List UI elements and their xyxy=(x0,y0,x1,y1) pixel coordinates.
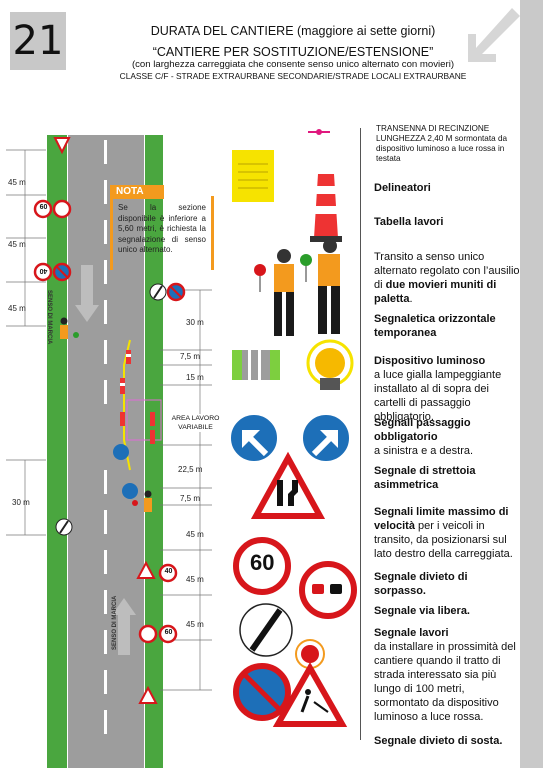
distance-label: 45 m xyxy=(186,530,204,539)
legend-segnaletica: Segnaletica orizzontale temporanea xyxy=(374,313,496,339)
note-text: Se la sezione disponibile è inferiore a … xyxy=(118,203,206,254)
page-description: (con larghezza carreggiata che consente … xyxy=(131,59,455,70)
arrow-down-left-icon xyxy=(452,0,520,90)
legend-transito-bold: due movieri muniti di paletta xyxy=(374,279,497,305)
work-area-label-line1: AREA LAVORO xyxy=(171,415,220,422)
legend-limite: Segnali limite massimo di velocità per i… xyxy=(374,505,520,561)
speed-limit-sign-text: 40 xyxy=(39,267,48,274)
distance-label: 7,5 m xyxy=(180,352,201,361)
speed-limit-sign-number: 60 xyxy=(250,550,275,575)
legend-strettoia: Segnale di strettoia asimmetrica xyxy=(374,465,476,491)
legend-sosta: Segnale divieto di sosta. xyxy=(374,735,503,747)
legend-passaggio-text: a sinistra e a destra. xyxy=(374,445,474,457)
distance-label: 30 m xyxy=(12,498,30,507)
distance-label: 7,5 m xyxy=(180,494,201,503)
legend-sorpasso: Segnale divieto di sorpasso. xyxy=(374,571,468,597)
legend-transito-text: Transito a senso unico alternato regolat… xyxy=(374,251,520,291)
lane-direction-label: SENSO DI MARCIA xyxy=(46,290,52,345)
legend-dispositivo-title: Dispositivo luminoso xyxy=(374,355,486,367)
legend-lavori-title: Segnale lavori xyxy=(374,627,449,639)
distance-label: 30 m xyxy=(186,318,204,327)
sign-illustrations xyxy=(230,129,357,727)
distance-label: 45 m xyxy=(8,304,26,313)
distance-label: 45 m xyxy=(186,620,204,629)
legend-limite-text: per i veicoli in transito, da posizionar… xyxy=(374,520,513,560)
work-area-label-line2: VARIABILE xyxy=(178,424,213,431)
speed-limit-sign-text: 60 xyxy=(164,629,173,636)
road-layout-diagram xyxy=(6,135,212,768)
page-subtitle: “CANTIERE PER SOSTITUZIONE/ESTENSIONE” xyxy=(152,45,434,59)
speed-limit-sign-text: 60 xyxy=(39,204,48,211)
speed-limit-sign-text: 40 xyxy=(164,568,173,575)
page-number: 21 xyxy=(10,12,66,70)
legend-barrier: TRANSENNA DI RECINZIONE LUNGHEZZA 2,40 M… xyxy=(376,124,508,163)
column-divider xyxy=(360,128,361,740)
distance-label: 22,5 m xyxy=(178,465,203,474)
distance-label: 45 m xyxy=(186,575,204,584)
legend-passaggio: Segnali passaggio obbligatorio a sinistra… xyxy=(374,416,520,458)
legend-passaggio-title: Segnali passaggio obbligatorio xyxy=(374,417,471,443)
lane-direction-label: SENSO DI MARCIA xyxy=(112,595,118,650)
legend-transito-suffix: . xyxy=(409,293,413,305)
note-title: NOTA xyxy=(110,185,164,199)
legend-dispositivo-text: a luce gialla lampeggiante installato al… xyxy=(374,369,502,423)
legend-tabella-lavori: Tabella lavori xyxy=(374,216,444,228)
page-title: DURATA DEL CANTIERE (maggiore ai sette g… xyxy=(150,24,436,38)
legend-delineatori: Delineatori xyxy=(374,182,431,194)
distance-label: 45 m xyxy=(8,240,26,249)
work-area-label: AREA LAVORO VARIABILE xyxy=(168,414,223,432)
legend-dispositivo: Dispositivo luminoso a luce gialla lampeg… xyxy=(374,354,520,424)
note-box xyxy=(110,196,214,270)
road-classification: CLASSE C/F - STRADE EXTRAURBANE SECONDAR… xyxy=(119,71,467,81)
legend-limite-title: Segnali limite massimo di velocità xyxy=(374,506,509,532)
legend-via-libera: Segnale via libera. xyxy=(374,605,470,617)
distance-label: 45 m xyxy=(8,178,26,187)
legend-lavori-text: da installare in prossimità del cantiere… xyxy=(374,641,516,723)
distance-label: 15 m xyxy=(186,373,204,382)
right-edge-band xyxy=(520,0,543,768)
legend-lavori: Segnale lavori da installare in prossimit… xyxy=(374,626,520,724)
legend-transito: Transito a senso unico alternato regolat… xyxy=(374,250,520,306)
